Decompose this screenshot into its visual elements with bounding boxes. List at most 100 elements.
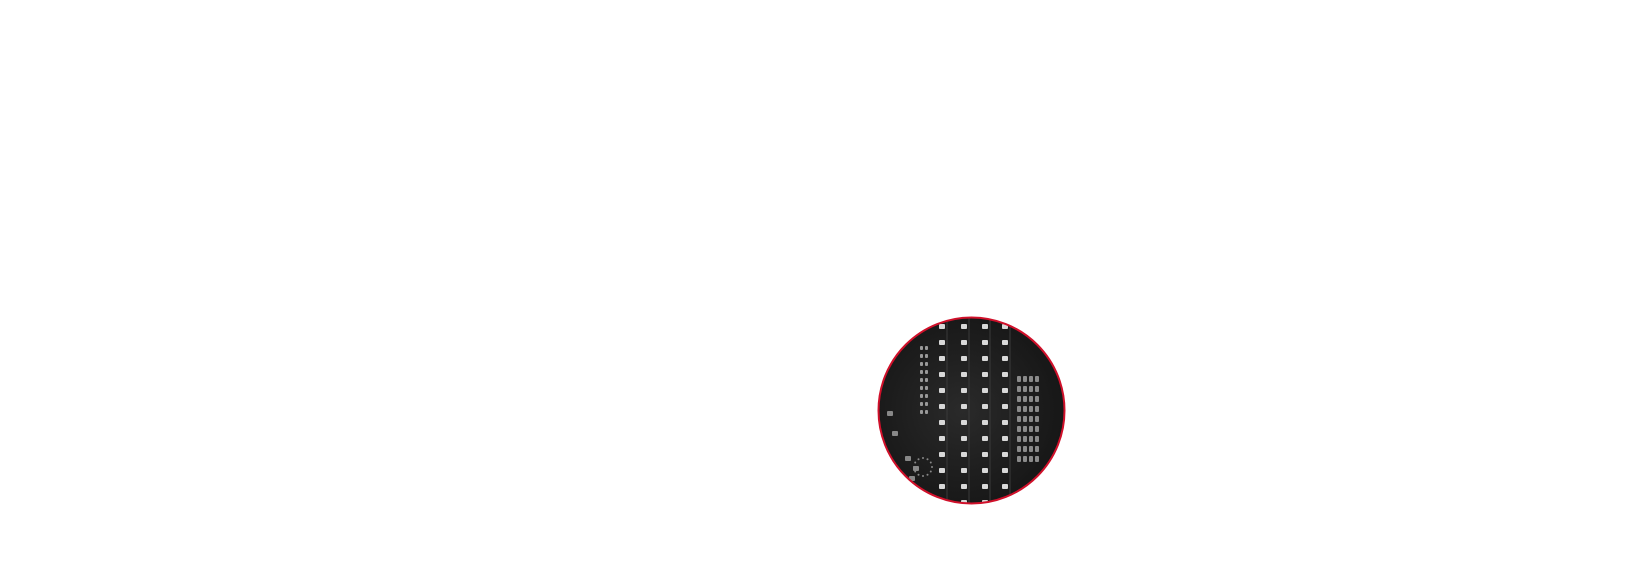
- solder-pad: [920, 346, 923, 350]
- solder-pad: [920, 354, 923, 358]
- solder-pad: [939, 372, 945, 377]
- solder-pad: [982, 340, 988, 345]
- solder-pad: [920, 386, 923, 390]
- solder-pad: [1023, 396, 1027, 402]
- solder-pad: [1017, 456, 1021, 462]
- solder-pad: [939, 324, 945, 329]
- solder-pad: [1023, 406, 1027, 412]
- solder-pad: [961, 468, 967, 473]
- solder-pad: [939, 420, 945, 425]
- solder-pad: [925, 394, 928, 398]
- solder-pad: [1035, 446, 1039, 452]
- circuit-board-pattern: [878, 317, 1065, 504]
- solder-pad: [920, 410, 923, 414]
- solder-pad: [920, 370, 923, 374]
- solder-pad: [939, 388, 945, 393]
- solder-pad: [1029, 446, 1033, 452]
- solder-pad: [914, 470, 917, 473]
- solder-pad: [1029, 416, 1033, 422]
- solder-pad: [1002, 372, 1008, 377]
- solder-pad: [1035, 406, 1039, 412]
- solder-pad: [931, 466, 933, 468]
- solder-pad: [939, 356, 945, 361]
- solder-pad: [1017, 436, 1021, 442]
- solder-pad: [1035, 456, 1039, 462]
- solder-pad: [982, 404, 988, 409]
- solder-pad: [961, 436, 967, 441]
- solder-pad: [1029, 436, 1033, 442]
- solder-pad: [1029, 406, 1033, 412]
- solder-pad: [982, 388, 988, 393]
- solder-pad: [1017, 396, 1021, 402]
- solder-pad: [925, 402, 928, 406]
- solder-pad: [926, 458, 929, 461]
- solder-pad: [922, 457, 924, 459]
- solder-pad: [1017, 446, 1021, 452]
- solder-pad: [939, 500, 945, 504]
- solder-pad: [961, 452, 967, 457]
- solder-pad: [939, 484, 945, 489]
- solder-pad: [925, 410, 928, 414]
- solder-pad: [1023, 436, 1027, 442]
- solder-pad: [982, 484, 988, 489]
- solder-pad: [939, 340, 945, 345]
- solder-pad: [929, 470, 932, 473]
- solder-pad: [1017, 376, 1021, 382]
- solder-pad: [892, 431, 898, 436]
- solder-pad: [1023, 416, 1027, 422]
- solder-pad: [1029, 426, 1033, 432]
- solder-pad: [939, 436, 945, 441]
- solder-pad: [961, 340, 967, 345]
- solder-pad: [982, 468, 988, 473]
- solder-pad: [1035, 436, 1039, 442]
- solder-pad: [1017, 386, 1021, 392]
- solder-pad: [961, 484, 967, 489]
- solder-pad: [920, 378, 923, 382]
- solder-pad: [1023, 426, 1027, 432]
- solder-pad: [1002, 388, 1008, 393]
- solder-pad: [1002, 340, 1008, 345]
- solder-pad: [1002, 436, 1008, 441]
- solder-pad: [1002, 500, 1008, 504]
- solder-pad: [920, 394, 923, 398]
- solder-pad: [1029, 396, 1033, 402]
- solder-pad: [1029, 456, 1033, 462]
- solder-pad: [925, 378, 928, 382]
- image-border: [877, 316, 1066, 505]
- solder-pad: [1002, 468, 1008, 473]
- solder-pad: [1002, 356, 1008, 361]
- solder-pad: [905, 456, 911, 461]
- solder-pad: [926, 473, 929, 476]
- solder-pad: [917, 458, 920, 461]
- solder-pad: [939, 452, 945, 457]
- solder-pad: [922, 475, 924, 477]
- solder-pad: [887, 411, 893, 416]
- solder-pad: [1002, 404, 1008, 409]
- solder-pad: [1002, 484, 1008, 489]
- solder-pad: [1023, 456, 1027, 462]
- solder-pad: [961, 372, 967, 377]
- solder-pad: [982, 452, 988, 457]
- solder-pad: [982, 324, 988, 329]
- solder-pad: [961, 388, 967, 393]
- solder-pad: [925, 354, 928, 358]
- solder-pad: [1017, 406, 1021, 412]
- solder-pad: [982, 356, 988, 361]
- solder-pad: [920, 402, 923, 406]
- solder-pad: [1002, 420, 1008, 425]
- solder-pad: [1029, 386, 1033, 392]
- solder-pad: [1023, 446, 1027, 452]
- solder-pad: [925, 362, 928, 366]
- solder-pad: [961, 420, 967, 425]
- solder-pad: [1035, 426, 1039, 432]
- circuit-board-image: [877, 316, 1066, 505]
- solder-pad: [982, 420, 988, 425]
- solder-pad: [920, 362, 923, 366]
- solder-pad: [961, 356, 967, 361]
- solder-pad: [982, 372, 988, 377]
- solder-pad: [925, 386, 928, 390]
- solder-pad: [1023, 386, 1027, 392]
- solder-pad: [961, 324, 967, 329]
- solder-pad: [1017, 416, 1021, 422]
- solder-pad: [917, 473, 920, 476]
